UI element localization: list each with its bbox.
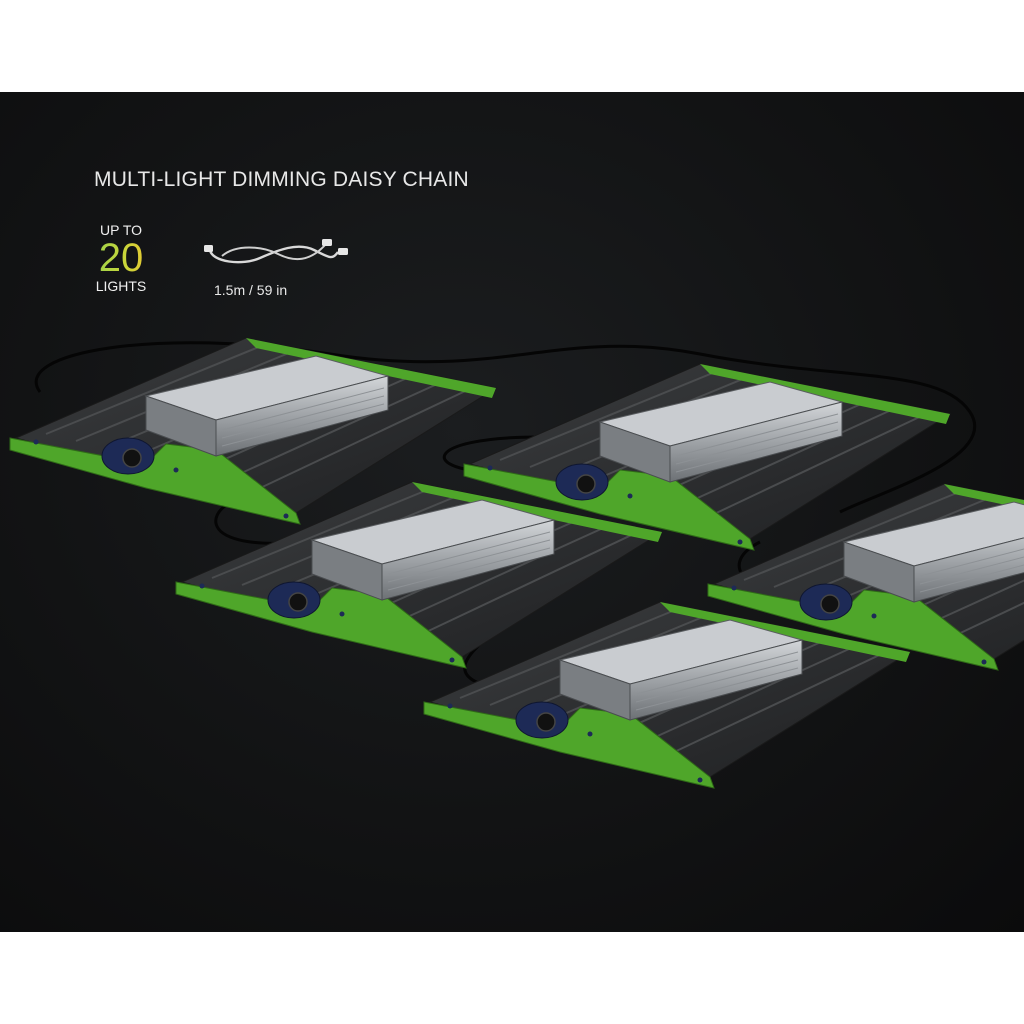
product-image: MULTI-LIGHT DIMMING DAISY CHAIN UP TO 20…: [0, 92, 1024, 932]
light-count-badge: UP TO 20 LIGHTS: [86, 222, 156, 294]
badge-line-2: LIGHTS: [95, 278, 147, 294]
grow-lights-scene: [9, 337, 1024, 789]
badge-line-1: UP TO: [99, 222, 143, 238]
page-title: MULTI-LIGHT DIMMING DAISY CHAIN: [94, 168, 469, 191]
cable-length-label: 1.5m / 59 in: [214, 282, 288, 298]
cable-icon: [204, 239, 348, 264]
badge-number: 20: [86, 238, 156, 278]
